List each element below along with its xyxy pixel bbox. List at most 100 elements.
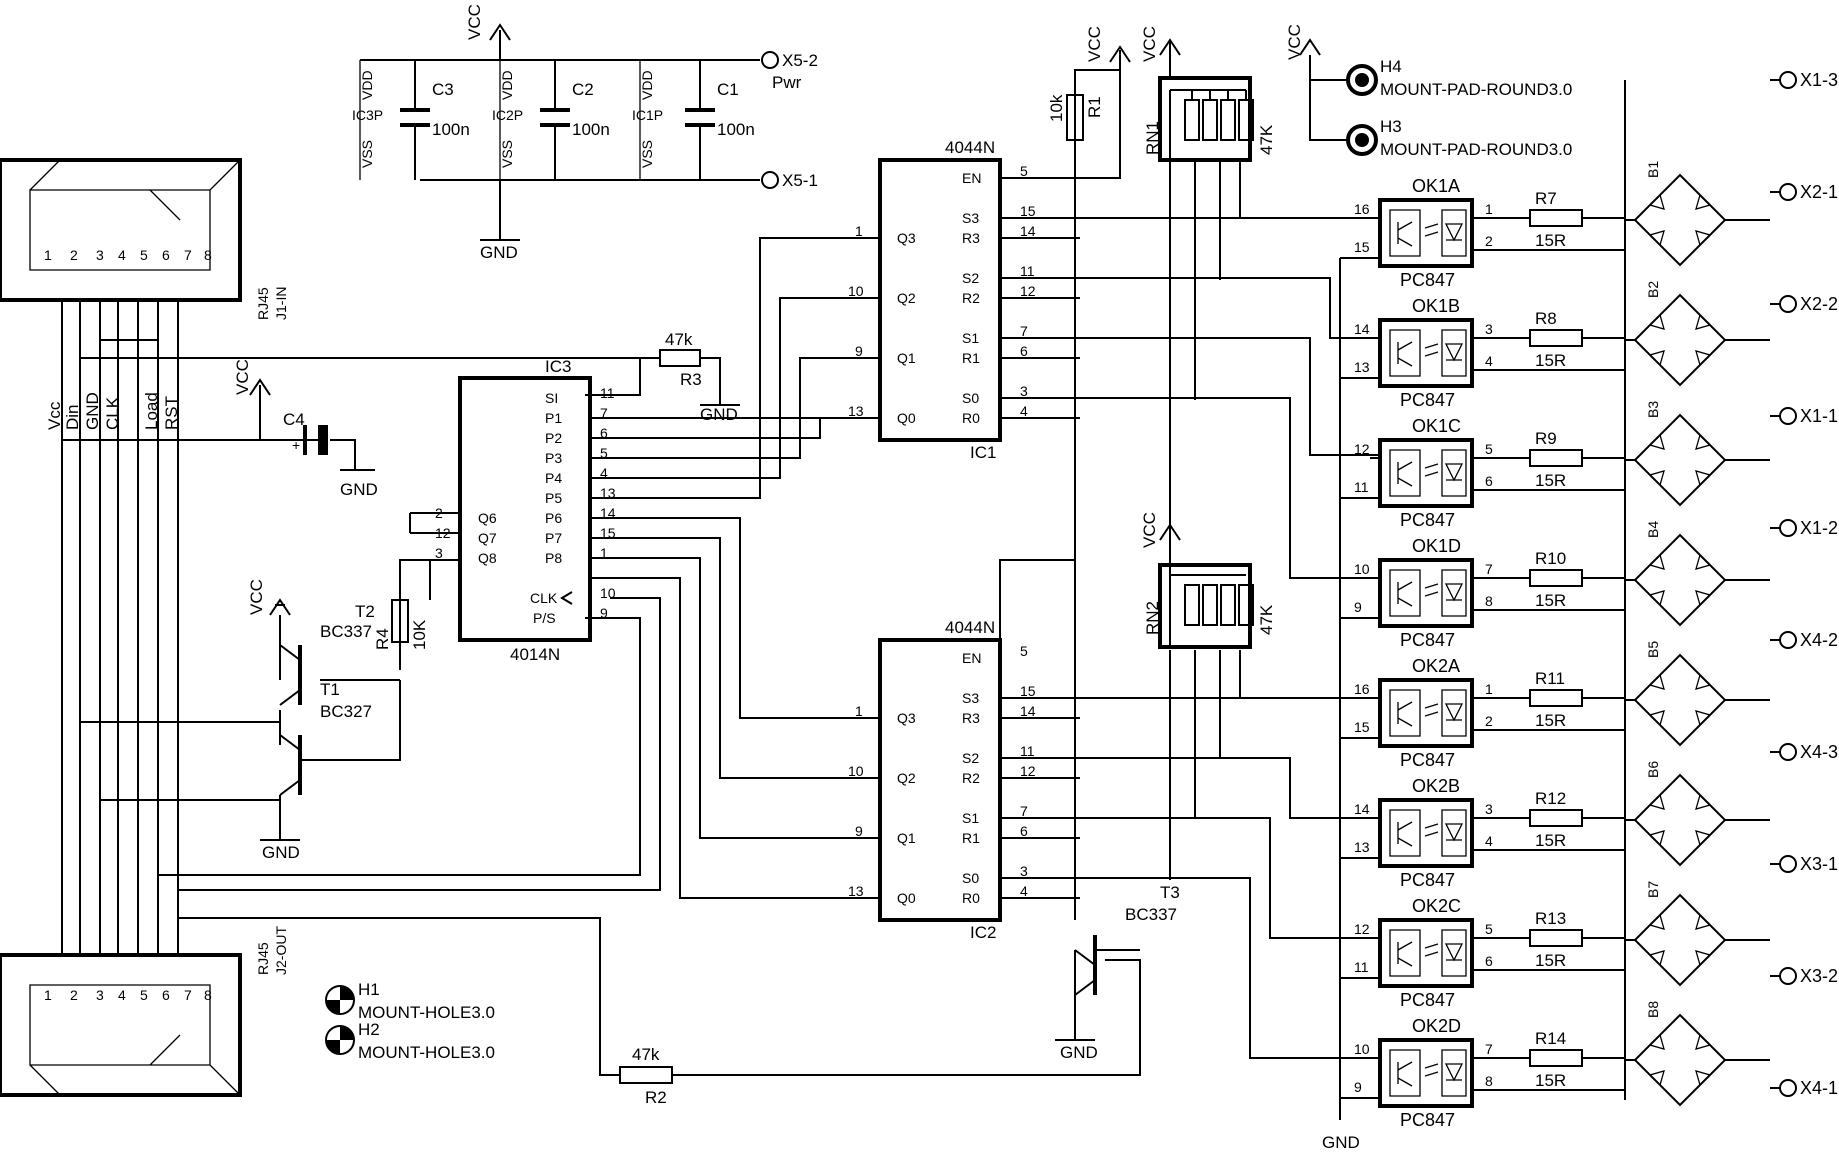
opto-pin-num: 4	[1485, 833, 1493, 849]
h2-mount: H2 MOUNT-HOLE3.0	[325, 1020, 495, 1062]
ic3-pin-name: P7	[545, 530, 562, 546]
bus-labels: Vcc Din GND CLK Load RST	[45, 392, 181, 430]
ic1-pins-right: EN 5 S3 15 R3 14 S2 11 R2 12 S1 7 R1 6 S…	[962, 163, 1036, 426]
r3-value: 47k	[665, 330, 693, 349]
bridge-ref: B3	[1645, 401, 1661, 418]
opto-pin-num: 11	[1354, 959, 1369, 975]
opto-pin-num: 9	[1354, 1079, 1362, 1095]
bridge-rectifier: B6	[1625, 761, 1770, 867]
r4-resistor: R4 10K	[373, 599, 429, 650]
x51-label: X5-1	[782, 171, 818, 190]
ic3-pin-num: 1	[600, 545, 608, 561]
ic3-pin-num: 13	[600, 485, 616, 501]
c3-ref: C3	[432, 80, 454, 99]
ic3-pin-name: P6	[545, 510, 562, 526]
opto-pin-num: 6	[1485, 953, 1493, 969]
opto-pin-num: 7	[1485, 1041, 1493, 1057]
ic1-pins-left: Q3 1 Q2 10 Q1 9 Q0 13	[848, 223, 916, 426]
opto-type: PC847	[1400, 630, 1455, 650]
output-terminal[interactable]: X2-1	[1770, 182, 1838, 202]
ic1-pin-name: Q2	[897, 290, 916, 306]
output-terminal[interactable]: X4-2	[1770, 630, 1838, 650]
r4-value: 10K	[410, 619, 429, 650]
output-terminal[interactable]: X3-2	[1770, 966, 1838, 986]
output-terminal[interactable]: X1-1	[1770, 406, 1838, 426]
opto-pin-num: 4	[1485, 353, 1493, 369]
t3-type: BC337	[1125, 905, 1177, 924]
svg-text:4: 4	[118, 247, 126, 263]
ic1-pin-name: R1	[962, 350, 980, 366]
mounting-holes: H4 MOUNT-PAD-ROUND3.0 H3 MOUNT-PAD-ROUND…	[325, 24, 1572, 1062]
output-terminal[interactable]: X4-1	[1770, 1078, 1838, 1098]
resistor-value: 15R	[1535, 591, 1566, 610]
ic2-pin-num: 6	[1020, 823, 1028, 839]
svg-text:7: 7	[184, 987, 192, 1003]
h3-mount: H3 MOUNT-PAD-ROUND3.0	[1346, 117, 1572, 159]
output-terminal[interactable]: X3-1	[1770, 854, 1838, 874]
ic2-pin-num: 4	[1020, 883, 1028, 899]
h4-type: MOUNT-PAD-ROUND3.0	[1380, 80, 1572, 99]
vdd-ic2: VDD	[499, 70, 515, 100]
ic2-pin-num: 13	[848, 883, 864, 899]
svg-text:3: 3	[96, 987, 104, 1003]
ic2-pin-name: Q1	[897, 830, 916, 846]
vss-ic2: VSS	[499, 140, 515, 168]
bridge-ref: B2	[1645, 281, 1661, 298]
r1-ref: R1	[1085, 96, 1104, 118]
ic1-pin-name: S2	[962, 270, 979, 286]
r1-value: 10k	[1047, 94, 1066, 122]
bridge-rectifier: B4	[1625, 521, 1770, 627]
opto-ref: OK1C	[1412, 416, 1461, 436]
sig-din: Din	[63, 404, 82, 430]
ic2-pin-name: Q2	[897, 770, 916, 786]
ic3-pin-num: 14	[600, 505, 616, 521]
gnd-label-c4: GND	[340, 480, 378, 499]
svg-text:6: 6	[162, 247, 170, 263]
opto-pin-num: 3	[1485, 321, 1493, 337]
opto-ref: OK2A	[1412, 656, 1460, 676]
h3-ref: H3	[1380, 117, 1402, 136]
output-terminal[interactable]: X2-2	[1770, 294, 1838, 314]
resistor-value: 15R	[1535, 231, 1566, 250]
h2-type: MOUNT-HOLE3.0	[358, 1043, 495, 1062]
svg-text:5: 5	[140, 247, 148, 263]
rn2-value: 47K	[1257, 604, 1276, 635]
bridge-rectifier: B3	[1625, 401, 1770, 507]
h3-type: MOUNT-PAD-ROUND3.0	[1380, 140, 1572, 159]
ic1-pin-name: Q3	[897, 230, 916, 246]
ic2-latch: 4044N IC2 Q3 1 Q2 10 Q1 9 Q0 13 EN 5 S3 …	[848, 618, 1036, 942]
svg-text:5: 5	[140, 987, 148, 1003]
ic3-pin-num: 4	[600, 465, 608, 481]
output-terminal[interactable]: X1-3	[1770, 70, 1838, 90]
output-terminal[interactable]: X1-2	[1770, 518, 1838, 538]
gnd-label-top: GND	[480, 243, 518, 262]
r4-ref: R4	[373, 628, 392, 650]
gnd-label-opto: GND	[1322, 1133, 1360, 1152]
gnd-label-t3: GND	[1060, 1043, 1098, 1062]
c2-ref: C2	[572, 80, 594, 99]
j2-name: J2-OUT	[273, 926, 289, 975]
c1-value: 100n	[717, 120, 755, 139]
r2-resistor: 47k R2	[619, 1045, 673, 1107]
ic1-pin-name: Q0	[897, 410, 916, 426]
bridge-rectifier: B5	[1625, 641, 1770, 747]
ic3-pin-name: P8	[545, 550, 562, 566]
ic1-pin-name: Q1	[897, 350, 916, 366]
ic1-pin-num: 13	[848, 403, 864, 419]
wiring	[61, 50, 1626, 1120]
r2-ref: R2	[645, 1088, 667, 1107]
ic2-pin-num: 15	[1020, 683, 1036, 699]
output-terminal[interactable]: X4-3	[1770, 742, 1838, 762]
ic1-latch: 4044N IC1 Q3 1 Q2 10 Q1 9 Q0 13 EN 5 S3 …	[848, 138, 1036, 462]
j2-type: RJ45	[255, 942, 271, 975]
ic2-pin-name: S0	[962, 870, 979, 886]
svg-text:2: 2	[70, 987, 78, 1003]
output-label: X4-3	[1800, 742, 1838, 762]
ic1-pin-num: 5	[1020, 163, 1028, 179]
